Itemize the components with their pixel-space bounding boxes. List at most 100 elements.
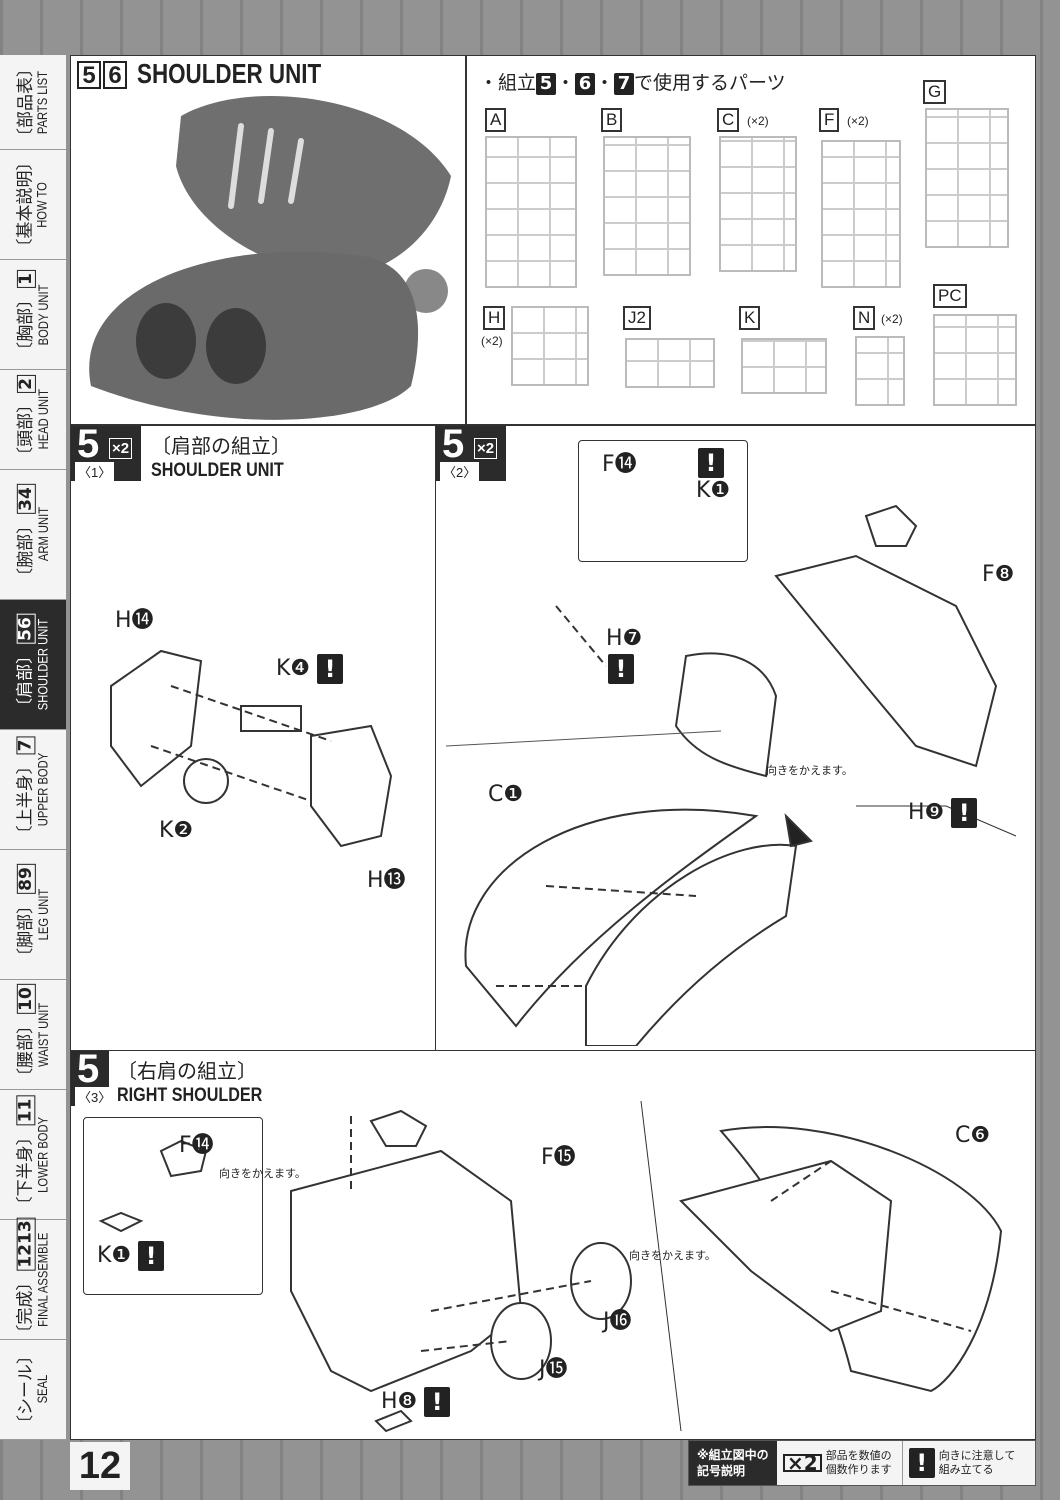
part-label-j16: J⓰ (603, 1309, 632, 1334)
right-shoulder-diagram (98, 1100, 1003, 1433)
part-label-k2: K❷ (159, 818, 194, 843)
runner-b (603, 136, 691, 276)
part-label-h7: H❼ (606, 626, 643, 651)
runner-label-h: H (483, 306, 506, 330)
tab-num: 2 (16, 375, 36, 393)
tab-jp: 〔完成〕 (15, 1273, 36, 1342)
runner-a (485, 136, 577, 288)
part-label-j15: J⓯ (539, 1357, 568, 1382)
tab-num: 7 (16, 736, 36, 755)
page-number: 12 (70, 1442, 130, 1490)
step-5-3-panel: 5〈3〉 〔右肩の組立〕 RIGHT SHOULDER F⓮ 向きをかえます。 … (70, 1047, 1036, 1440)
part-label-f14: F⓮ (179, 1133, 214, 1158)
part-label-h13: H⓭ (367, 868, 406, 893)
tab-num: 89 (16, 864, 36, 894)
tab-en: FINAL ASSEMBLE (34, 1232, 51, 1327)
tab-jp: 〔シール〕 (15, 1347, 36, 1432)
warning-icon: ! (908, 1448, 935, 1478)
tab-jp: 〔胸部〕 (15, 290, 36, 359)
part-label-h8: H❽ ! (381, 1387, 451, 1417)
tab-en: WAIST UNIT (34, 1002, 51, 1067)
rotate-note: 向きをかえます。 (766, 764, 853, 777)
shoulder-unit-photo (89, 96, 451, 420)
tab-jp: 〔腕部〕 (15, 516, 36, 585)
legend-warning: !向きに注意して組み立てる (903, 1441, 1025, 1485)
tab-en: HEAD UNIT (34, 389, 51, 450)
warning-icon: ! (317, 654, 344, 684)
runner-mult-n: (×2) (881, 312, 903, 326)
part-label-k1: K❶ ! (97, 1241, 165, 1271)
tab-en: UPPER BODY (34, 752, 51, 827)
tab-num: 1213 (16, 1217, 36, 1271)
tab-how-to[interactable]: 〔基本説明〕HOW TO (0, 150, 66, 260)
step-5-2-panel: 5〈2〉×2 F⓮ ! K❶ F❽ H❼ ! 向きをかえます。 H❾ ! C❶ (435, 422, 1036, 1051)
tab-jp: 〔頭部〕 (15, 395, 36, 464)
tab-jp: 〔肩部〕 (15, 646, 36, 715)
part-label-c6: C❻ (955, 1123, 991, 1148)
runner-c (719, 136, 797, 272)
rotate-note: 向きをかえます。 (629, 1249, 716, 1262)
warning-icon: ! (608, 654, 634, 684)
runner-label-a: A (485, 108, 507, 132)
tab-en: BODY UNIT (34, 284, 51, 345)
runner-pc (933, 314, 1017, 406)
part-label-c1: C❶ (488, 782, 524, 807)
runner-mult-h: (×2) (481, 334, 503, 348)
runner-k (741, 338, 827, 394)
tab-jp: 〔部品表〕 (15, 59, 36, 145)
tab-en: ARM UNIT (34, 507, 51, 562)
tab-seal[interactable]: 〔シール〕SEAL (0, 1340, 66, 1440)
tab-en: SHOULDER UNIT (34, 618, 51, 711)
runner-f (821, 140, 901, 288)
tab-num: 10 (16, 984, 36, 1014)
step-title-jp: 〔肩部の組立〕 (151, 434, 291, 458)
tab-parts-list[interactable]: 〔部品表〕PARTS LIST (0, 55, 66, 150)
warning-icon: ! (698, 448, 724, 478)
step-title-jp: 〔右肩の組立〕 (117, 1059, 257, 1083)
step-title-en: SHOULDER UNIT (151, 460, 284, 481)
runner-label-g: G (923, 80, 947, 104)
step-number: 5〈3〉 (71, 1047, 115, 1106)
tab-jp: 〔上半身〕 (15, 757, 36, 843)
step-number: 5〈2〉×2 (436, 422, 506, 481)
runner-label-b: B (601, 108, 623, 132)
runner-label-k: K (739, 306, 761, 330)
runner-j2 (625, 338, 715, 388)
tab-jp: 〔脚部〕 (15, 896, 36, 965)
runner-mult-c: (×2) (747, 114, 769, 128)
part-label-h14: H⓮ (115, 608, 154, 633)
runner-g (925, 108, 1009, 248)
part-label-h9: H❾ ! (908, 798, 978, 828)
detail-callout (578, 440, 748, 562)
legend-key: ※組立図中の記号説明 (689, 1441, 777, 1485)
multiply-icon: ×2 (783, 1453, 822, 1473)
tab-en: PARTS LIST (33, 70, 50, 134)
runner-label-f: F (819, 108, 840, 132)
part-label-f14: F⓮ (602, 452, 637, 477)
tab-num: 11 (16, 1095, 36, 1126)
runner-label-n: N (853, 306, 876, 330)
tab-en: LEG UNIT (34, 888, 51, 941)
tab-num: 1 (16, 270, 36, 288)
runner-label-j2: J2 (623, 306, 651, 330)
part-label-k1: K❶ (696, 478, 731, 503)
tab-num: 56 (16, 614, 36, 644)
shoulder-armor-diagram (445, 504, 1017, 1046)
tab-jp: 〔腰部〕 (15, 1016, 36, 1085)
part-label-f15: F⓯ (541, 1145, 576, 1170)
